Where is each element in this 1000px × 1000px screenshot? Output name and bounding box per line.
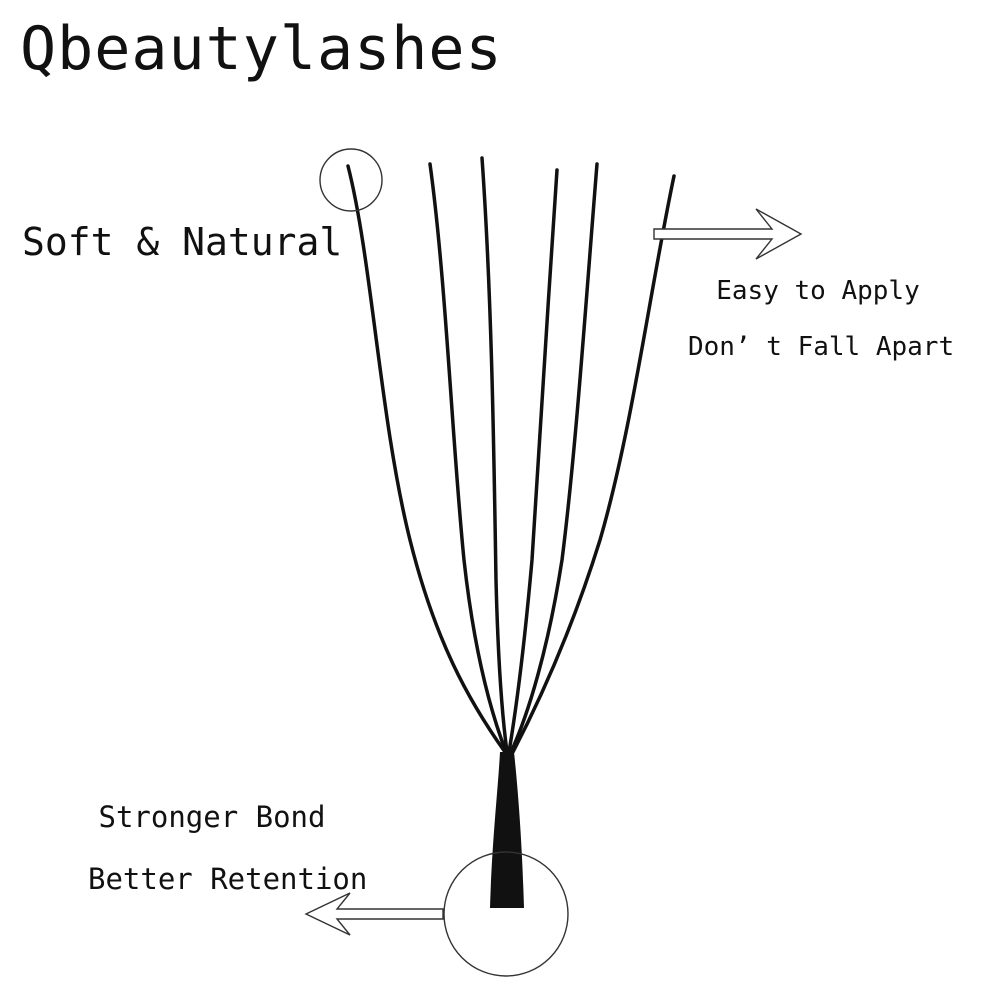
arrow-right-icon <box>653 208 803 260</box>
spread-callout-line-1: Easy to Apply <box>716 276 920 306</box>
arrow-left-icon <box>304 892 444 936</box>
lash-fiber-3 <box>480 156 509 754</box>
lash-fiber-4 <box>507 168 559 754</box>
lash-fiber-2 <box>428 162 508 754</box>
base-callout-line-1: Stronger Bond <box>98 800 326 834</box>
lash-fiber-5 <box>509 162 599 754</box>
base-callout-line-2: Better Retention <box>88 862 368 896</box>
base-circle-marker <box>443 851 569 977</box>
lash-fiber-1 <box>346 164 507 754</box>
lash-fibers <box>346 156 676 754</box>
tip-callout-label: Soft & Natural <box>22 220 343 264</box>
lash-fiber-6 <box>511 174 676 754</box>
tip-circle-marker <box>319 148 383 212</box>
lash-base <box>490 752 524 908</box>
brand-title: Qbeautylashes <box>20 14 503 84</box>
spread-callout-line-2: Don’ t Fall Apart <box>688 332 955 362</box>
